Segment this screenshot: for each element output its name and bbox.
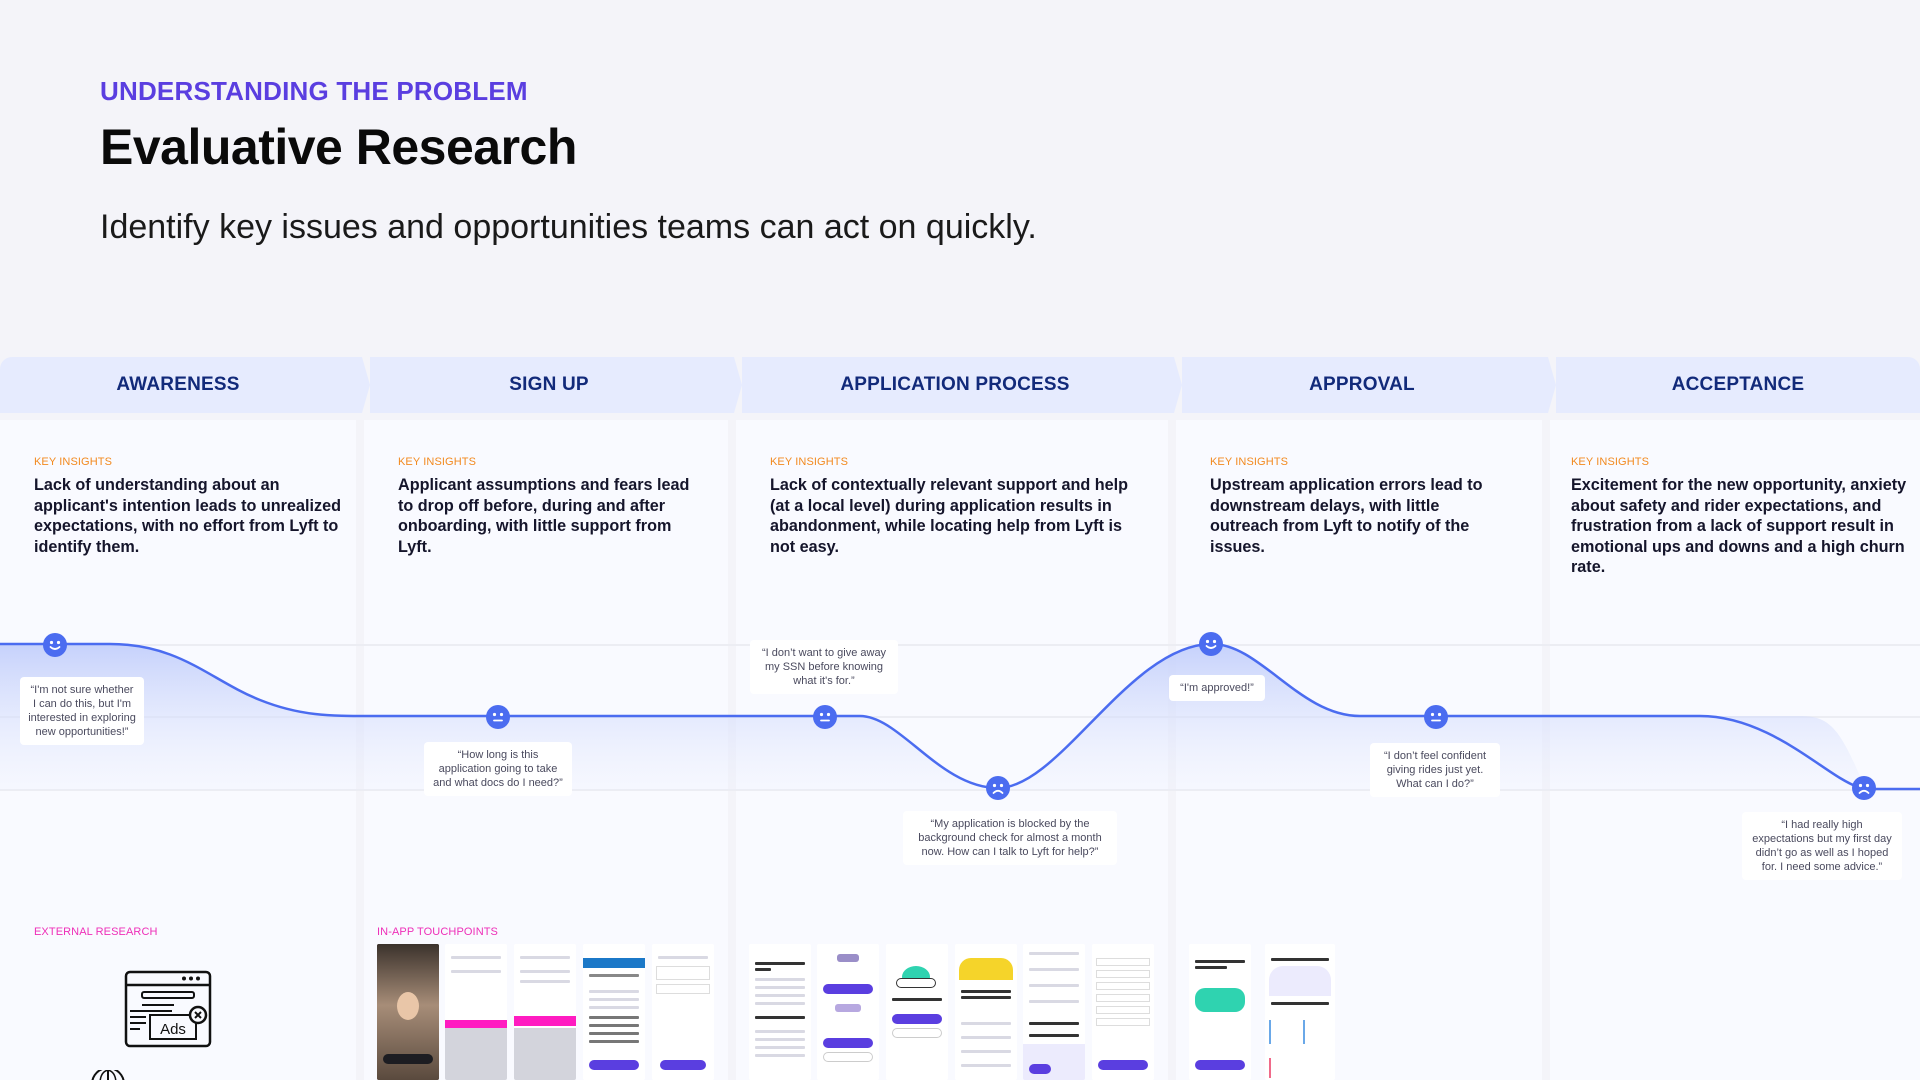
- insight-label: KEY INSIGHTS: [770, 456, 849, 468]
- app-screen-earnings: [955, 944, 1017, 1080]
- chevron-arrow-icon: [356, 357, 370, 413]
- insight-label: KEY INSIGHTS: [1571, 456, 1650, 468]
- page-title: Evaluative Research: [100, 119, 577, 175]
- ads-label: Ads: [160, 1021, 186, 1038]
- app-screen-car-details: [1092, 944, 1154, 1080]
- mood-gridline-high: [0, 644, 1920, 646]
- stage-awareness: AWARENESS: [0, 357, 356, 413]
- insight-text: Applicant assumptions and fears lead to …: [398, 476, 690, 556]
- stage-label: SIGN UP: [509, 374, 589, 395]
- app-screen-confirm-location: [652, 944, 714, 1080]
- stage-application-process: APPLICATION PROCESS: [742, 357, 1168, 413]
- insight-approval: KEY INSIGHTS Upstream application errors…: [1210, 456, 1500, 557]
- app-screen-welcome-approved: [1189, 944, 1251, 1080]
- stage-approval: APPROVAL: [1182, 357, 1542, 413]
- insight-label: KEY INSIGHTS: [34, 456, 113, 468]
- chevron-arrow-icon: [1542, 357, 1556, 413]
- insight-label: KEY INSIGHTS: [398, 456, 477, 468]
- insight-label: KEY INSIGHTS: [1210, 456, 1289, 468]
- sad-face-icon: [986, 776, 1010, 800]
- sad-face-icon: [1852, 776, 1876, 800]
- insight-text: Lack of contextually relevant support an…: [770, 476, 1128, 556]
- happy-face-icon: [43, 633, 67, 657]
- quote-callout: “I don’t want to give away my SSN before…: [750, 640, 898, 694]
- neutral-face-icon: [1424, 705, 1448, 729]
- globe-icon: [91, 1070, 125, 1080]
- app-screen-learning-center: [1265, 944, 1335, 1080]
- app-screen-sign-up: [514, 944, 576, 1080]
- chevron-arrow-icon: [728, 357, 742, 413]
- happy-face-icon: [1199, 632, 1223, 656]
- quote-callout: “My application is blocked by the backgr…: [903, 811, 1117, 865]
- insight-acceptance: KEY INSIGHTS Excitement for the new oppo…: [1571, 456, 1911, 578]
- stage-label: AWARENESS: [116, 374, 240, 395]
- app-screen-terms: [583, 944, 645, 1080]
- app-screen-get-started: [445, 944, 507, 1080]
- chevron-arrow-icon: [1168, 357, 1182, 413]
- quote-callout: “I had really high expectations but my f…: [1742, 812, 1902, 880]
- stage-sign-up: SIGN UP: [370, 357, 728, 413]
- insight-text: Excitement for the new opportunity, anxi…: [1571, 476, 1907, 576]
- browser-ads-icon: Ads: [124, 970, 212, 1048]
- page-subtitle: Identify key issues and opportunities te…: [100, 208, 1037, 246]
- stage-label: APPROVAL: [1309, 374, 1415, 395]
- neutral-face-icon: [486, 705, 510, 729]
- app-screen-todo-list: [1023, 944, 1085, 1080]
- insight-text: Upstream application errors lead to down…: [1210, 476, 1483, 556]
- app-screen-vehicle-options: [817, 944, 879, 1080]
- insight-application-process: KEY INSIGHTS Lack of contextually releva…: [770, 456, 1130, 557]
- quote-callout: “I don’t feel confident giving rides jus…: [1370, 743, 1500, 797]
- insight-text: Lack of understanding about an applicant…: [34, 476, 341, 556]
- stage-acceptance: ACCEPTANCE: [1556, 357, 1920, 413]
- neutral-face-icon: [813, 705, 837, 729]
- insight-awareness: KEY INSIGHTS Lack of understanding about…: [34, 456, 344, 557]
- section-eyebrow: UNDERSTANDING THE PROBLEM: [100, 76, 528, 106]
- quote-callout: “I'm approved!”: [1169, 675, 1265, 701]
- emotion-journey-curve: [0, 642, 1920, 791]
- app-screen-why-drive: [749, 944, 811, 1080]
- quote-callout: “How long is this application going to t…: [424, 742, 572, 796]
- in-app-touchpoints-label: IN-APP TOUCHPOINTS: [377, 926, 498, 938]
- external-research-label: EXTERNAL RESEARCH: [34, 926, 158, 938]
- app-screen-welcome: [377, 944, 439, 1080]
- stage-label: ACCEPTANCE: [1671, 374, 1805, 395]
- insight-sign-up: KEY INSIGHTS Applicant assumptions and f…: [398, 456, 698, 557]
- mood-gridline-mid: [0, 716, 1920, 718]
- quote-callout: “I'm not sure whether I can do this, but…: [20, 677, 144, 745]
- stage-label: APPLICATION PROCESS: [840, 374, 1070, 395]
- app-screen-add-car: [886, 944, 948, 1080]
